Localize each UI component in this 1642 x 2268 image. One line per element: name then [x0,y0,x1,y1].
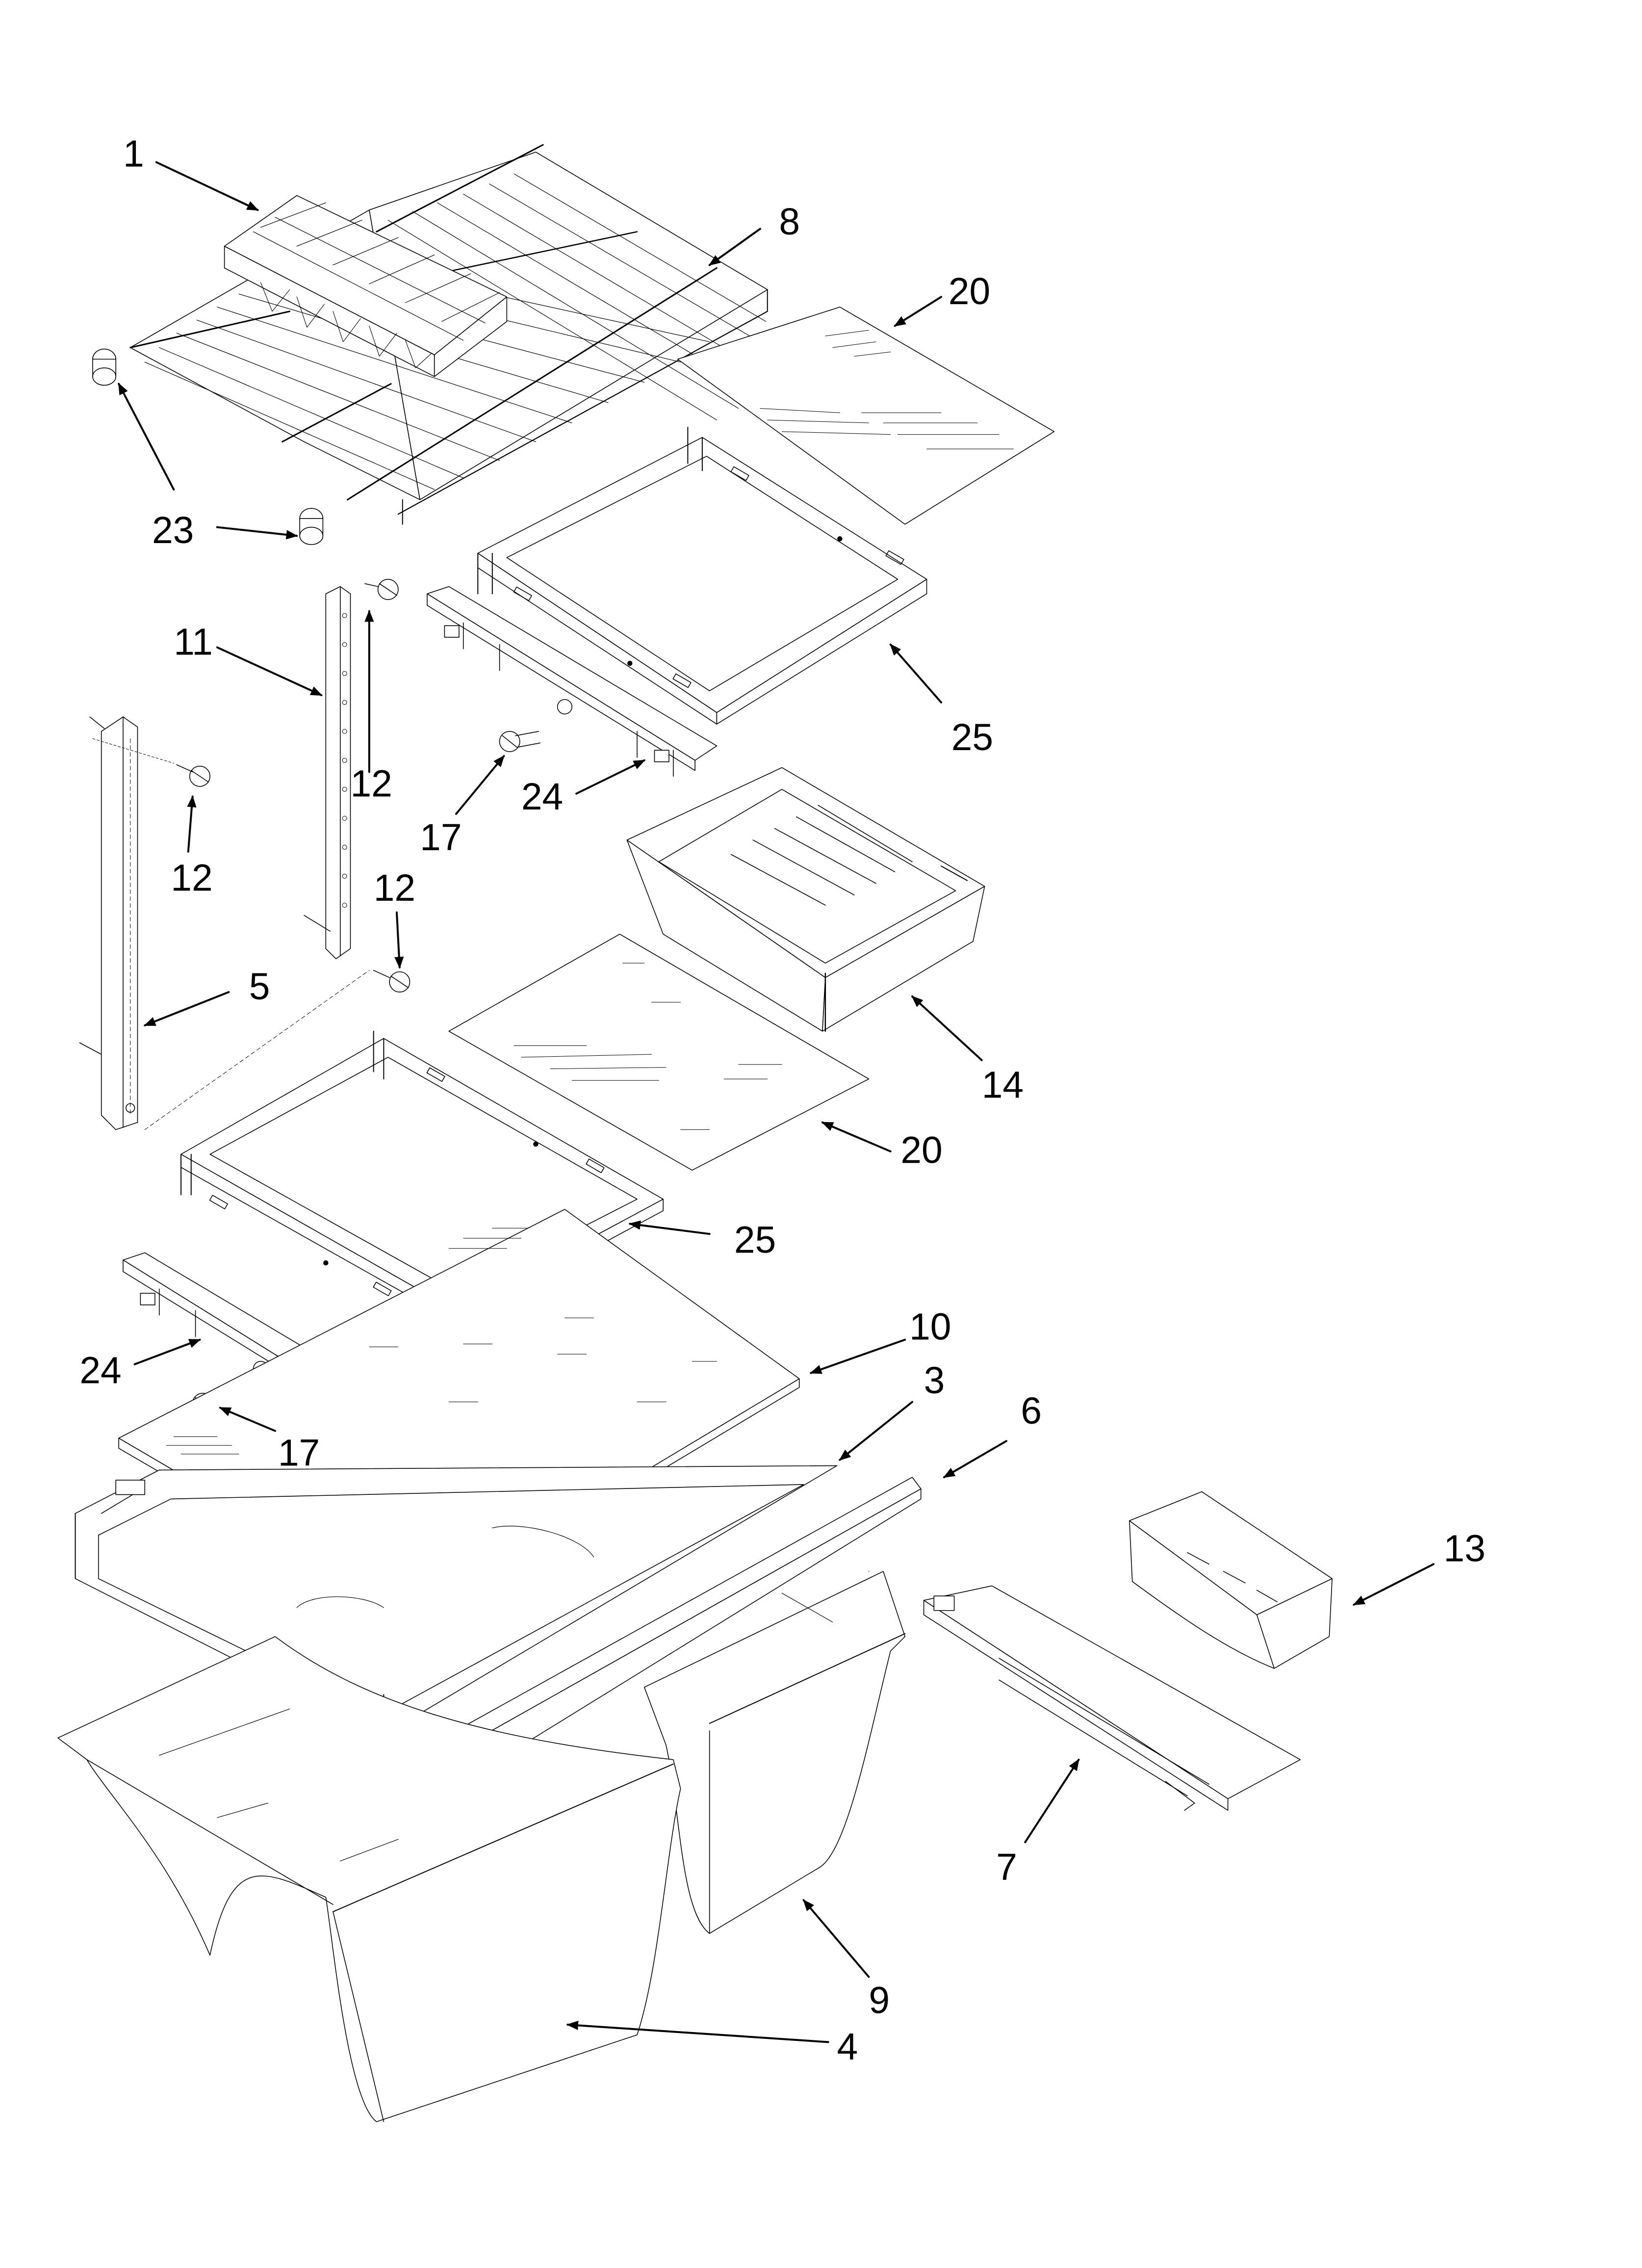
callout-labels: 1 8 20 23 11 12 12 12 25 17 24 5 14 20 2… [79,133,1486,2067]
callout-25: 25 [951,717,993,758]
freezer-basket [627,768,984,1031]
ladder-screw-top [365,579,398,600]
glass-shelf-upper [678,307,1054,524]
shelf-frame-upper [478,427,926,724]
callout-14: 14 [982,1065,1024,1106]
callout-13: 13 [1444,1528,1486,1569]
callout-12: 12 [171,858,212,899]
callout-1: 1 [123,133,144,175]
callout-10: 10 [909,1306,951,1348]
callout-9: 9 [869,1980,890,2021]
shelf-end-cap-right [300,508,323,545]
callout-12: 12 [374,867,415,909]
callout-3: 3 [924,1360,945,1402]
crisper-slide-rail [924,1586,1301,1811]
callout-20: 20 [900,1130,942,1172]
door-bin [1129,1492,1332,1668]
callout-7: 7 [996,1847,1017,1888]
callout-25: 25 [734,1220,776,1261]
callout-leaders [119,162,1434,2042]
shelf-end-cap-left [93,349,116,385]
callout-20: 20 [949,271,990,313]
shelf-ladder-left [79,717,137,1129]
callout-17: 17 [420,817,462,859]
callout-8: 8 [779,201,800,243]
callout-11: 11 [174,621,213,663]
ladder-screw-bottom [145,970,410,1130]
callout-23: 23 [152,510,194,551]
callout-24: 24 [79,1350,121,1391]
callout-5: 5 [249,966,270,1008]
crisper-drawer-large [58,1637,681,2122]
screw-upper [500,731,540,752]
ladder-screw-left [93,739,210,786]
crisper-drawer-small [644,1571,905,1933]
callout-17: 17 [278,1433,320,1474]
ice-cube-tray [225,196,507,377]
callout-4: 4 [837,2026,858,2068]
wire-shelf [130,145,768,524]
callout-6: 6 [1021,1390,1042,1432]
shelf-support-rail-upper [427,587,717,777]
callout-24: 24 [521,776,563,818]
callout-12: 12 [350,763,392,805]
glass-shelf-lower [449,934,869,1170]
shelf-ladder-right [304,587,350,959]
